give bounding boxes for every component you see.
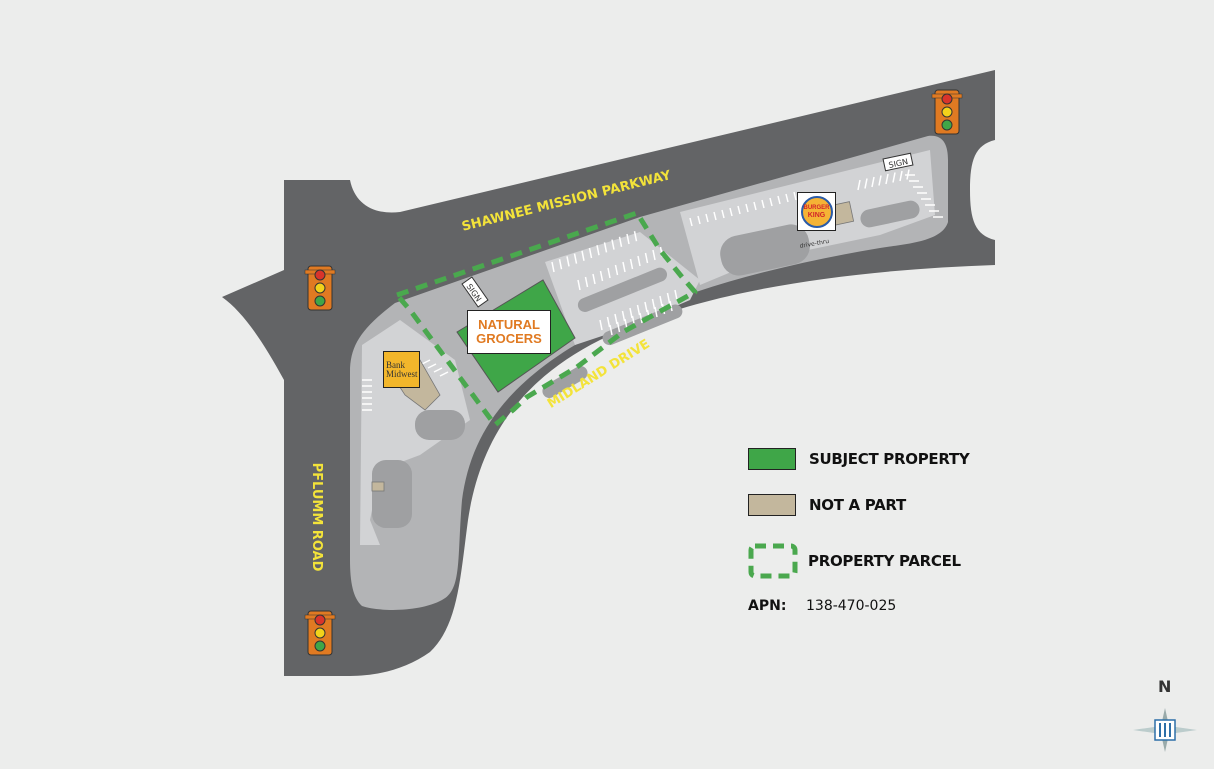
logo-text: GROCERS: [476, 331, 542, 346]
legend-swatch-tan: [748, 494, 796, 516]
sign-label: SIGN: [888, 157, 909, 170]
legend-item-not-a-part: NOT A PART: [748, 494, 906, 516]
logo-text: KING: [807, 211, 826, 219]
compass-rose-icon: [1133, 708, 1197, 752]
legend-item-property-parcel: PROPERTY PARCEL: [748, 543, 961, 579]
parking-island: [860, 200, 920, 228]
legend-swatch-green: [748, 448, 796, 470]
natural-grocers-logo: NATURAL GROCERS: [467, 310, 551, 354]
traffic-light-icon: [931, 89, 963, 135]
compass-north-label: N: [1158, 677, 1172, 696]
parking-island: [542, 366, 588, 398]
legend-item-subject-property: SUBJECT PROPERTY: [748, 448, 970, 470]
legend-label: PROPERTY PARCEL: [808, 552, 961, 570]
parking-island: [372, 460, 412, 528]
bank-midwest-logo: Bank Midwest: [383, 351, 420, 388]
sign-marker: SIGN: [882, 152, 914, 172]
traffic-light-icon: [304, 265, 336, 311]
road-label-pflumm: PFLUMM ROAD: [309, 463, 324, 572]
traffic-light-icon: [304, 610, 336, 656]
legend-label: SUBJECT PROPERTY: [809, 450, 970, 468]
legend-label: NOT A PART: [809, 496, 906, 514]
logo-text: BURGER: [803, 204, 830, 211]
apn-value: 138-470-025: [806, 598, 897, 614]
parking-island: [720, 224, 810, 276]
logo-text: Bank: [386, 359, 405, 370]
legend-apn: APN: 138-470-025: [748, 598, 948, 614]
burger-king-logo: BURGER KING: [797, 192, 836, 231]
logo-text: NATURAL: [478, 317, 540, 332]
property-parcel-outline: [394, 210, 698, 428]
parking-stripes: [362, 169, 943, 411]
parking-island: [602, 304, 683, 346]
parking-island: [577, 267, 668, 312]
apn-label: APN:: [748, 598, 787, 614]
sign-marker: SIGN: [461, 276, 489, 308]
not-a-part-building: [371, 481, 385, 492]
parking-island: [415, 410, 465, 440]
legend-swatch-dashed: [748, 543, 798, 579]
logo-text: Midwest: [386, 368, 418, 379]
